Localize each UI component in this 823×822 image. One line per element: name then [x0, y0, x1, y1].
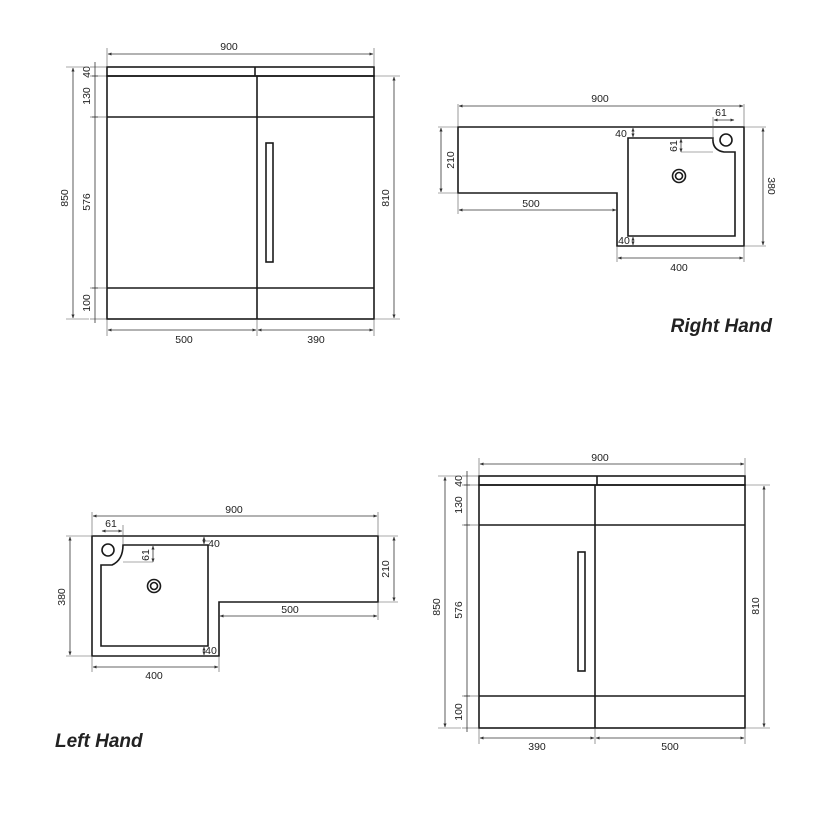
plan-dim-shelf: 210: [445, 151, 457, 169]
plan-dim-shelf: 210: [380, 560, 392, 578]
basin-bowl: [627, 137, 736, 237]
dim-right-bay: 390: [307, 334, 325, 346]
basin-bowl: [100, 544, 209, 647]
dim-carcass-height: 810: [750, 597, 762, 615]
plan-dim-shelf-length: 500: [281, 604, 299, 616]
plan-dim-tap: 61: [715, 107, 727, 119]
dim-left-bay: 390: [528, 741, 546, 753]
dim-total-height: 850: [431, 598, 443, 616]
plan-dim-basin: 400: [670, 262, 688, 274]
door-handle: [577, 551, 586, 672]
plan-dim-width: 900: [591, 93, 609, 105]
dim-drawer: 130: [453, 496, 465, 514]
worktop: [478, 475, 746, 486]
plan-dim-width: 900: [225, 504, 243, 516]
plan-dim-rim-side: 40: [205, 645, 217, 657]
plan-dim-depth: 380: [56, 588, 68, 606]
dim-drawer: 130: [81, 87, 93, 105]
front-elevation-right-hand: 900 500 390 40 130 576 100 850 810: [59, 41, 400, 346]
plan-dim-rim-side: 40: [618, 235, 630, 247]
front-elevation-left-hand: 900 390 500 40 130 576 100 850 810: [431, 452, 770, 753]
plan-dim-tap-offset: 61: [668, 140, 680, 152]
dim-plinth: 100: [81, 294, 93, 312]
plan-right-hand: 900 61 61 40 40 210 500 400 380: [438, 93, 777, 337]
cabinet-body: [106, 75, 375, 320]
plan-dim-depth: 380: [765, 177, 777, 195]
door-handle: [265, 142, 274, 263]
basin-outline: [91, 535, 379, 657]
plan-dim-shelf-length: 500: [522, 198, 540, 210]
dim-worktop: 40: [81, 66, 93, 78]
dim-plinth: 100: [453, 703, 465, 721]
dim-door: 576: [81, 193, 93, 211]
dim-total-height: 850: [59, 189, 71, 207]
dim-worktop: 40: [453, 475, 465, 487]
waste-icon: [146, 578, 162, 594]
worktop: [106, 66, 375, 77]
dim-left-bay: 500: [175, 334, 193, 346]
dim-width: 900: [591, 452, 609, 464]
caption-left-hand: Left Hand: [55, 731, 143, 752]
plan-dim-tap: 61: [105, 518, 117, 530]
tap-hole: [719, 133, 733, 147]
dim-door: 576: [453, 601, 465, 619]
tap-hole: [101, 543, 115, 557]
plan-dim-rim-back: 40: [615, 128, 627, 140]
waste-icon: [671, 168, 687, 184]
basin-outline: [457, 126, 745, 247]
dim-carcass-height: 810: [380, 189, 392, 207]
caption-right-hand: Right Hand: [671, 316, 773, 337]
dim-right-bay: 500: [661, 741, 679, 753]
dim-width: 900: [220, 41, 238, 53]
plan-dim-tap-offset: 61: [140, 549, 152, 561]
cabinet-body: [478, 484, 746, 729]
plan-dim-rim-back: 40: [208, 538, 220, 550]
plan-dim-basin: 400: [145, 670, 163, 682]
plan-left-hand: 900 61 61 40 40 210 500 400 38: [55, 504, 398, 752]
